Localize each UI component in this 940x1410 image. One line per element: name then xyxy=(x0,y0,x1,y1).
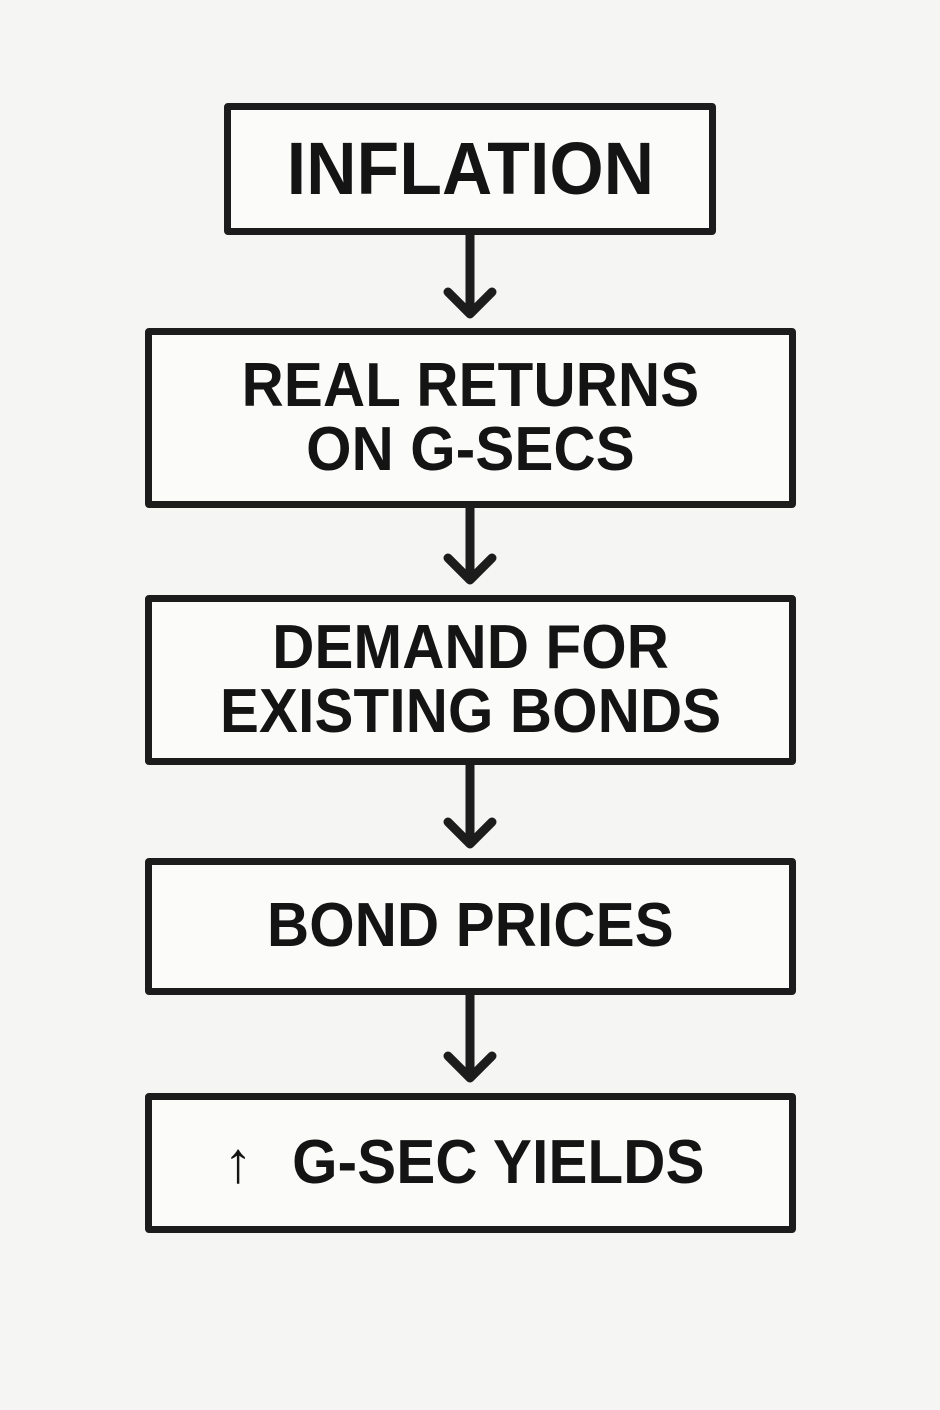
edge-inflation-to-real-returns xyxy=(443,230,497,319)
node-g-sec-yields[interactable]: ↑ G-SEC YIELDS xyxy=(145,1093,796,1233)
node-inflation[interactable]: INFLATION xyxy=(224,103,716,235)
edge-demand-to-bond-prices xyxy=(443,760,497,849)
edge-real-returns-to-demand xyxy=(443,503,497,585)
node-bond-prices[interactable]: BOND PRICES xyxy=(145,858,796,995)
edge-bond-prices-to-yields xyxy=(443,990,497,1083)
node-real-returns-on-g-secs[interactable]: REAL RETURNS ON G-SECS xyxy=(145,328,796,508)
node-demand-label: DEMAND FOR EXISTING BONDS xyxy=(219,612,722,746)
node-bond-prices-label: BOND PRICES xyxy=(267,891,674,961)
arrow-up-icon: ↑ xyxy=(223,1130,253,1195)
node-inflation-label: INFLATION xyxy=(286,126,654,210)
node-demand-for-existing-bonds[interactable]: DEMAND FOR EXISTING BONDS xyxy=(145,595,796,765)
node-g-sec-yields-content: ↑ G-SEC YIELDS xyxy=(223,1127,718,1197)
node-real-returns-label: REAL RETURNS ON G-SECS xyxy=(241,350,700,484)
node-g-sec-yields-label: G-SEC YIELDS xyxy=(291,1127,705,1197)
